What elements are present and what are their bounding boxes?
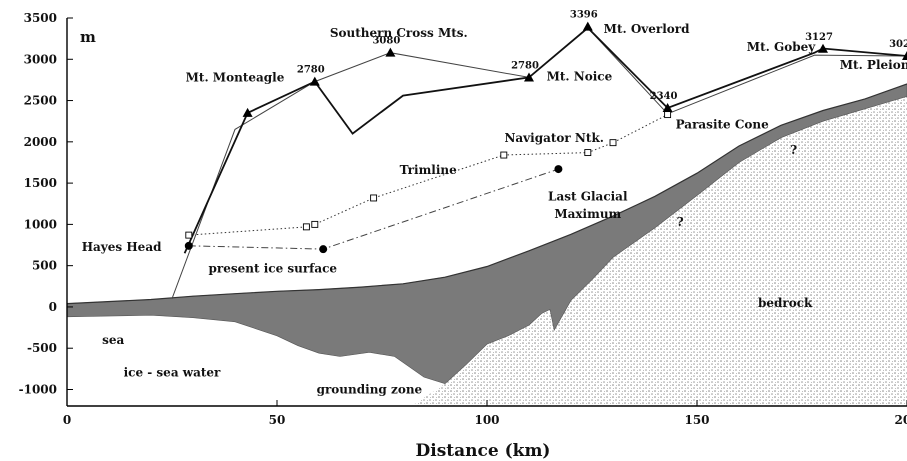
annotation-label: Hayes Head [82, 240, 162, 254]
annotation-label: Mt. Pleiones [840, 58, 907, 72]
peak-marker [582, 21, 593, 31]
lgm-line [188, 168, 559, 250]
annotation-label: Mt. Monteagle [186, 71, 285, 85]
x-axis-title: Distance (km) [416, 441, 551, 461]
annotation-label: Navigator Ntk. [504, 131, 604, 145]
trimline-point [302, 223, 310, 231]
trimline-point [584, 149, 592, 157]
peak-elevation-label: 2780 [297, 65, 325, 76]
trimline-point [311, 220, 319, 228]
present-ice-surface-line [67, 83, 907, 305]
trimline-point [185, 231, 193, 239]
annotation-label: Mt. Overlord [604, 22, 690, 36]
x-tick-label: 200 [894, 413, 907, 427]
marker-layer: 2780 3080 2780 3396 2340 3127 3020 [184, 10, 907, 254]
trimline-point [370, 194, 378, 202]
peak-elevation-label: 3020 [889, 39, 907, 50]
y-axis-unit-label: m [80, 28, 96, 46]
annotation-label: Parasite Cone [676, 118, 770, 132]
y-tick-label: 2500 [24, 94, 57, 108]
annotation-label: Trimline [400, 163, 457, 177]
y-tick-label: 0 [49, 300, 57, 314]
peak-elevation-label: 2780 [511, 60, 539, 71]
annotation-label: Maximum [554, 207, 621, 221]
peak-marker [662, 102, 673, 112]
trimline-point [609, 139, 617, 147]
peak-marker [242, 107, 253, 117]
axes: 3500 3000 2500 2000 1500 1000 500 0 -500 -1000 0 50… [19, 11, 907, 427]
annotation-label: Mt. Gobey [747, 40, 816, 54]
annotation-label: Mt. Noice [547, 70, 613, 84]
x-tick-label: 150 [684, 413, 709, 427]
plot-area [67, 83, 907, 406]
peak-elevation-label: 3080 [372, 36, 400, 47]
annotation-label: present ice surface [209, 261, 338, 275]
y-tick-label: 2000 [24, 135, 57, 149]
x-tick-label: 0 [63, 413, 71, 427]
annotation-label: grounding zone [317, 383, 423, 397]
peak-elevation-label: 2340 [650, 91, 678, 102]
annotation-label: sea [102, 333, 124, 347]
y-tick-label: 1000 [24, 217, 57, 231]
trimline-point [664, 111, 672, 119]
lgm-point [554, 165, 563, 174]
trimline-point [500, 151, 508, 159]
peak-marker [309, 76, 320, 86]
annotation-label: ? [790, 143, 797, 157]
y-tick-label: 3000 [24, 52, 57, 66]
x-tick-label: 50 [269, 413, 286, 427]
lgm-point [319, 245, 328, 254]
y-tick-label: -1000 [19, 382, 57, 396]
peak-marker [385, 47, 396, 57]
annotation-label: ? [677, 215, 684, 229]
y-tick-label: 3500 [24, 11, 57, 25]
annotation-label: Last Glacial [548, 189, 628, 203]
y-tick-label: 1500 [24, 176, 57, 190]
peak-marker [818, 43, 828, 53]
peak-marker [902, 50, 907, 60]
annotation-layer: Mt. Monteagle Southern Cross Mts. Mt. Over… [82, 22, 907, 397]
x-tick-label: 100 [474, 413, 499, 427]
peak-marker [524, 72, 534, 82]
peak-elevation-label: 3127 [805, 32, 833, 43]
y-tick-label: -500 [27, 341, 57, 355]
peak-elevation-label: 3396 [570, 10, 598, 21]
annotation-label: Southern Cross Mts. [330, 26, 468, 40]
annotation-label: ice - sea water [124, 365, 221, 379]
y-tick-label: 500 [32, 259, 57, 273]
lgm-point [184, 241, 193, 250]
annotation-label: bedrock [758, 296, 813, 310]
bedrock-area [411, 96, 907, 406]
